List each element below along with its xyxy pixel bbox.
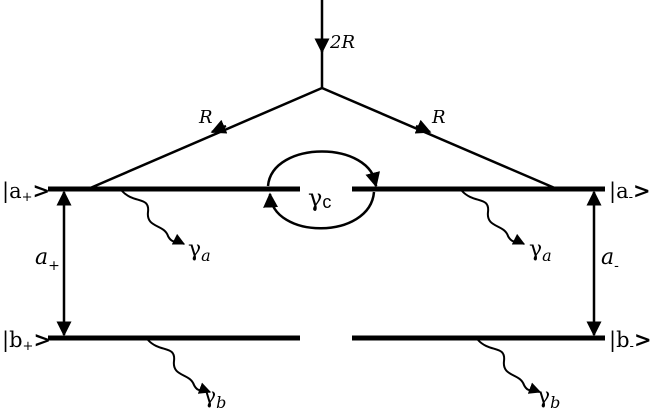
pump-left-arrow: [210, 119, 228, 134]
pump-left-branch: [87, 86, 323, 191]
coupling-loop-top: [266, 150, 378, 187]
label-gamma-c: γc: [308, 184, 331, 212]
decay-b-right-wave: [477, 339, 542, 394]
decay-a-right-wave: [461, 190, 526, 245]
pump-right-arrow: [414, 119, 432, 134]
label-a-plus: |a+>: [2, 178, 50, 205]
label-gamma-a-left: γa: [188, 237, 211, 265]
label-pump-r-left: R: [198, 107, 213, 128]
coupling-loop-arrow-top: [365, 171, 381, 188]
label-a-minus: |a->: [609, 178, 651, 205]
label-pump-r-right: R: [431, 107, 446, 128]
coupling-loop-bottom: [263, 191, 376, 230]
decay-b-left-wave: [147, 339, 212, 394]
decay-a-left-wave: [121, 190, 186, 245]
label-b-plus: |b+>: [2, 327, 51, 354]
label-spacing-a-plus: a+: [35, 245, 60, 274]
label-gamma-a-right: γa: [529, 237, 552, 265]
pump-right-branch: [321, 86, 558, 191]
label-gamma-b-right: γb: [537, 384, 560, 412]
label-b-minus: |b->: [609, 327, 652, 354]
label-gamma-b-left: γb: [203, 384, 226, 412]
label-pump-2r: 2R: [329, 32, 355, 53]
label-spacing-a-minus: a-: [601, 245, 619, 274]
